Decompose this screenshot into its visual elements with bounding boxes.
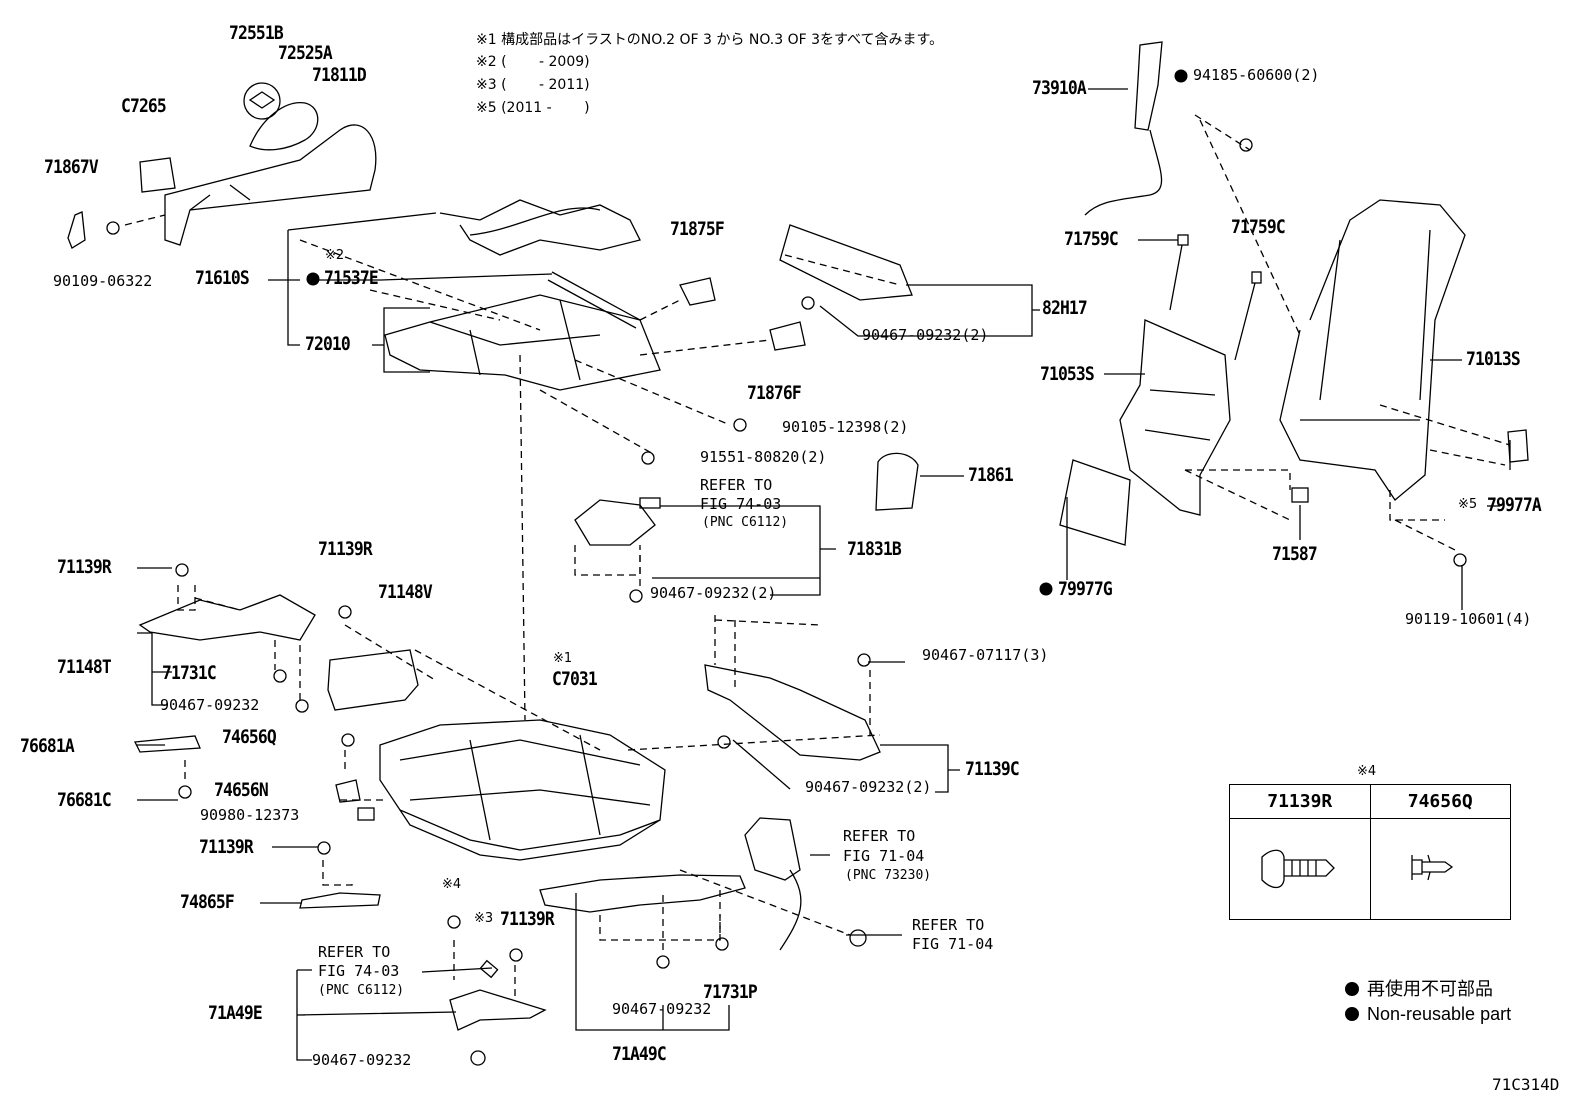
refer-fig-74-03-bottom[interactable]: REFER TO (318, 943, 391, 961)
part-label-74656N[interactable]: 74656N (214, 779, 269, 801)
legend-jp: 再使用不可部品 (1345, 980, 1493, 998)
part-label-82H17[interactable]: 82H17 (1042, 297, 1088, 319)
clip-inset-table: 71139R 74656Q (1229, 784, 1511, 920)
part-label-71013S[interactable]: 71013S (1466, 348, 1521, 370)
figure-id: 71C314D (1492, 1075, 1560, 1094)
part-label-71A49E[interactable]: 71A49E (208, 1002, 263, 1024)
part-label-71759C-b[interactable]: 71759C (1231, 216, 1286, 238)
mark-2: ※2 (325, 248, 345, 263)
refer-fig-74-03-bottom-pnc: (PNC C6112) (318, 983, 405, 998)
note-5: ※5 (2011 - ) (476, 100, 590, 116)
part-label-72551B[interactable]: 72551B (229, 22, 284, 44)
part-label-71148V[interactable]: 71148V (378, 581, 433, 603)
part-label-C7265[interactable]: C7265 (121, 95, 167, 117)
note-2: ※2 ( - 2009) (476, 54, 590, 70)
part-label-71139C[interactable]: 71139C (965, 758, 1020, 780)
filled-dot-icon (1345, 1007, 1359, 1021)
refer-fig-74-03-top[interactable]: REFER TO (700, 476, 773, 494)
part-label-71759C-a[interactable]: 71759C (1064, 228, 1119, 250)
part-label-71731P[interactable]: 71731P (703, 981, 758, 1003)
refer-fig-71-04-bottom[interactable]: REFER TO (912, 916, 985, 934)
part-label-71811D[interactable]: 71811D (312, 64, 367, 86)
legend-en: Non-reusable part (1345, 1005, 1511, 1023)
part-label-90467-09232-d[interactable]: 90467-09232(2) (805, 778, 932, 796)
refer-fig-74-03-top-pnc: (PNC C6112) (702, 515, 789, 530)
part-label-79977A[interactable]: 79977A (1487, 494, 1542, 516)
part-label-71876F[interactable]: 71876F (747, 382, 802, 404)
part-label-79977G[interactable]: 79977G (1058, 578, 1113, 600)
legend-en-text: Non-reusable part (1367, 1004, 1512, 1024)
part-label-71A49C[interactable]: 71A49C (612, 1043, 667, 1065)
mark-5: ※5 (1458, 497, 1478, 512)
part-label-90109-06322[interactable]: 90109-06322 (53, 272, 153, 290)
inset-cell-clip-drawing (1229, 818, 1371, 920)
mark-1: ※1 (553, 651, 573, 666)
mark-4-b: ※4 (1357, 764, 1377, 779)
inset-col-71139R: 71139R (1229, 784, 1371, 819)
part-label-76681C[interactable]: 76681C (57, 789, 112, 811)
inset-col-74656Q: 74656Q (1369, 784, 1511, 819)
part-label-71148T[interactable]: 71148T (57, 656, 112, 678)
part-label-90467-09232-f[interactable]: 90467-09232 (312, 1051, 412, 1069)
refer-fig-74-03-top-fig[interactable]: FIG 74-03 (700, 495, 782, 513)
refer-fig-71-04-mid-fig[interactable]: FIG 71-04 (843, 847, 925, 865)
part-label-90467-07117[interactable]: 90467-07117(3) (922, 646, 1049, 664)
filled-dot-icon (1345, 982, 1359, 996)
part-label-71139R-c[interactable]: 71139R (199, 836, 254, 858)
part-label-90467-09232-a[interactable]: 90467-09232(2) (862, 326, 989, 344)
part-label-71139R-d[interactable]: 71139R (500, 908, 555, 930)
part-label-71139R-b[interactable]: 71139R (318, 538, 373, 560)
part-label-71139R-a[interactable]: 71139R (57, 556, 112, 578)
part-label-72525A[interactable]: 72525A (278, 42, 333, 64)
part-label-91551-80820[interactable]: 91551-80820(2) (700, 448, 827, 466)
part-label-71537E[interactable]: 71537E (324, 267, 379, 289)
part-label-94185-60600[interactable]: 94185-60600(2) (1193, 66, 1320, 84)
part-label-90467-09232-e[interactable]: 90467-09232 (612, 1000, 712, 1018)
mark-3: ※3 (474, 911, 494, 926)
part-label-73910A[interactable]: 73910A (1032, 77, 1087, 99)
part-label-71610S[interactable]: 71610S (195, 267, 250, 289)
note-1: ※1 構成部品はイラストのNO.2 OF 3 から NO.3 OF 3をすべて含… (476, 32, 944, 48)
part-label-71587[interactable]: 71587 (1272, 543, 1318, 565)
part-label-C7031[interactable]: C7031 (552, 668, 598, 690)
part-label-74865F[interactable]: 74865F (180, 891, 235, 913)
part-label-74656Q[interactable]: 74656Q (222, 726, 277, 748)
note-3: ※3 ( - 2011) (476, 77, 590, 93)
part-label-72010[interactable]: 72010 (305, 333, 351, 355)
part-label-71731C[interactable]: 71731C (162, 662, 217, 684)
part-label-90105-12398[interactable]: 90105-12398(2) (782, 418, 909, 436)
legend-jp-text: 再使用不可部品 (1367, 979, 1493, 999)
refer-fig-74-03-bottom-fig[interactable]: FIG 74-03 (318, 962, 400, 980)
part-label-90467-09232-b[interactable]: 90467-09232(2) (650, 584, 777, 602)
part-label-71867V[interactable]: 71867V (44, 156, 99, 178)
part-label-71831B[interactable]: 71831B (847, 538, 902, 560)
part-label-71875F[interactable]: 71875F (670, 218, 725, 240)
part-label-76681A[interactable]: 76681A (20, 735, 75, 757)
part-label-90119-10601[interactable]: 90119-10601(4) (1405, 610, 1532, 628)
part-label-90467-09232-c[interactable]: 90467-09232 (160, 696, 260, 714)
refer-fig-71-04-mid[interactable]: REFER TO (843, 827, 916, 845)
part-label-90980-12373[interactable]: 90980-12373 (200, 806, 300, 824)
refer-fig-71-04-mid-pnc: (PNC 73230) (845, 868, 932, 883)
part-label-71053S[interactable]: 71053S (1040, 363, 1095, 385)
mark-4-a: ※4 (442, 877, 462, 892)
refer-fig-71-04-bottom-fig[interactable]: FIG 71-04 (912, 935, 994, 953)
inset-cell-pin-drawing (1369, 818, 1511, 920)
part-label-71861[interactable]: 71861 (968, 464, 1014, 486)
